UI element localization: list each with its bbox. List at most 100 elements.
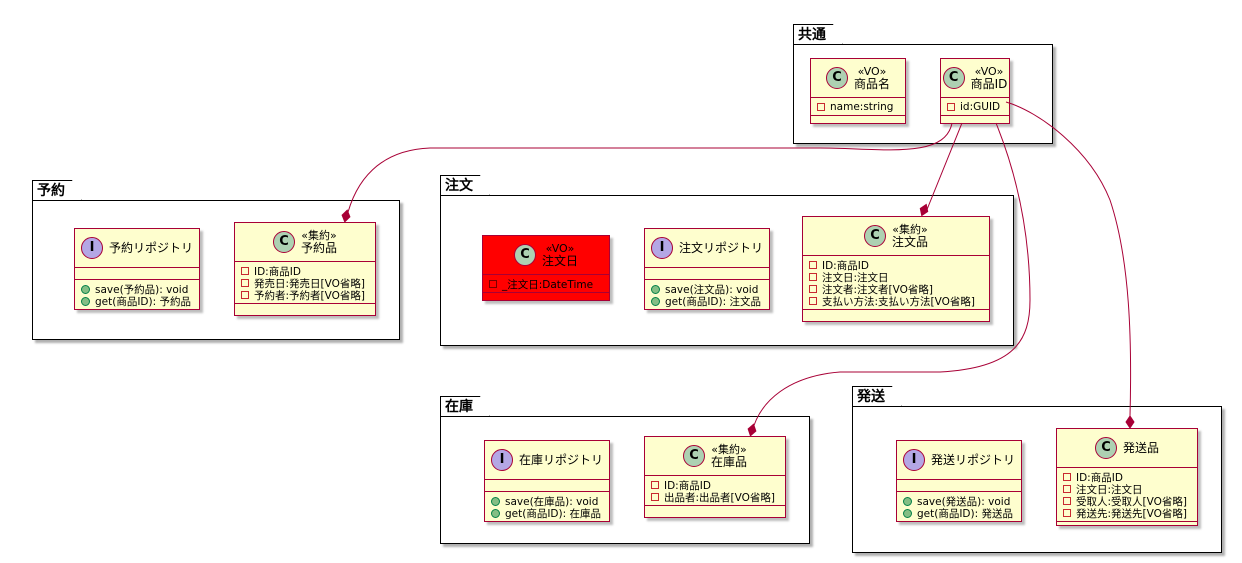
class-c-icon: C	[272, 231, 295, 253]
class-header: C «集約» 在庫品	[645, 437, 785, 476]
class-product-id[interactable]: C «VO» 商品ID id:GUID	[940, 58, 1010, 124]
class-methods	[1057, 522, 1197, 533]
class-title: 発送リポジトリ	[930, 452, 1015, 467]
class-methods	[941, 116, 1009, 127]
class-methods	[235, 304, 375, 315]
class-stereotype: «VO»	[857, 65, 887, 78]
class-header: C 発送品	[1057, 429, 1197, 468]
attribute-row: 注文日:注文日	[1063, 483, 1191, 496]
class-attributes: name:string	[811, 98, 905, 116]
class-c-icon: C	[942, 67, 965, 89]
class-stock-item[interactable]: C «集約» 在庫品 ID:商品ID 出品者:出品者[VO省略]	[644, 436, 786, 518]
class-product-name[interactable]: C «VO» 商品名 name:string	[810, 58, 906, 124]
method-row: get(商品ID): 在庫品	[491, 507, 603, 520]
attribute-row: 予約者:予約者[VO省略]	[241, 289, 369, 302]
interface-i-icon: I	[902, 449, 925, 471]
interface-shipping-repository[interactable]: I 発送リポジトリ save(発送品): void get(商品ID): 発送品	[896, 440, 1022, 522]
public-visibility-icon	[491, 508, 500, 518]
class-header: C «VO» 商品名	[811, 59, 905, 98]
private-visibility-icon	[241, 291, 249, 299]
class-stereotype: «VO»	[974, 65, 1004, 78]
interface-stock-repository[interactable]: I 在庫リポジトリ save(在庫品): void get(商品ID): 在庫品	[484, 440, 610, 522]
public-visibility-icon	[81, 284, 90, 294]
public-visibility-icon	[651, 296, 660, 306]
class-shipping-item[interactable]: C 発送品 ID:商品ID 注文日:注文日 受取人:受取人[VO省略] 発送先:…	[1056, 428, 1198, 526]
class-order-date[interactable]: C «VO» 注文日 _注文日:DateTime	[482, 235, 610, 301]
attribute-row: ID:商品ID	[241, 265, 369, 278]
class-methods	[803, 310, 989, 321]
class-title: 注文品	[891, 235, 928, 249]
class-attributes: id:GUID	[941, 98, 1009, 116]
attribute-row: ID:商品ID	[651, 479, 779, 492]
class-attributes: _注文日:DateTime	[483, 275, 609, 293]
private-visibility-icon	[809, 261, 817, 269]
class-methods	[483, 293, 609, 304]
private-visibility-icon	[817, 103, 825, 111]
interface-i-icon: I	[490, 449, 513, 471]
class-attributes	[485, 480, 609, 492]
class-header: C «集約» 予約品	[235, 223, 375, 262]
private-visibility-icon	[651, 481, 659, 489]
private-visibility-icon	[651, 493, 659, 501]
private-visibility-icon	[241, 267, 249, 275]
package-common-label: 共通	[793, 24, 843, 45]
class-title: 在庫品	[710, 455, 747, 469]
interface-order-repository[interactable]: I 注文リポジトリ save(注文品): void get(商品ID): 注文品	[644, 228, 770, 310]
method-row: get(商品ID): 注文品	[651, 295, 763, 308]
class-header: C «VO» 注文日	[483, 236, 609, 275]
class-c-icon: C	[863, 225, 886, 247]
class-title: 発送品	[1122, 440, 1159, 455]
attribute-row: ID:商品ID	[1063, 471, 1191, 484]
attribute-row: 発送先:発送先[VO省略]	[1063, 507, 1191, 520]
class-methods	[645, 506, 785, 517]
class-reservation-item[interactable]: C «集約» 予約品 ID:商品ID 発売日:発売日[VO省略] 予約者:予約者…	[234, 222, 376, 316]
class-header: I 注文リポジトリ	[645, 229, 769, 268]
interface-reservation-repository[interactable]: I 予約リポジトリ save(予約品): void get(商品ID): 予約品	[74, 228, 200, 310]
attribute-row: 出品者:出品者[VO省略]	[651, 491, 779, 504]
class-c-icon: C	[513, 244, 536, 266]
private-visibility-icon	[809, 297, 817, 305]
package-order-label: 注文	[440, 175, 490, 196]
method-row: save(在庫品): void	[491, 495, 603, 508]
link-product-id-to-shipping-item	[1005, 101, 1132, 417]
private-visibility-icon	[809, 285, 817, 293]
attribute-row: 支払い方法:支払い方法[VO省略]	[809, 295, 983, 308]
private-visibility-icon	[1063, 473, 1071, 481]
class-stereotype: «VO»	[545, 242, 575, 255]
class-attributes	[645, 268, 769, 280]
class-header: C «集約» 注文品	[803, 217, 989, 256]
method-row: get(商品ID): 予約品	[81, 295, 193, 308]
class-stereotype: «集約»	[301, 229, 337, 242]
method-row: save(発送品): void	[903, 495, 1015, 508]
public-visibility-icon	[903, 508, 912, 518]
class-header: I 発送リポジトリ	[897, 441, 1021, 480]
class-c-icon: C	[682, 445, 705, 467]
interface-i-icon: I	[650, 237, 673, 259]
class-title: 商品ID	[970, 77, 1008, 91]
class-methods	[811, 116, 905, 127]
class-title: 予約品	[300, 241, 337, 255]
public-visibility-icon	[81, 296, 90, 306]
package-stock-label: 在庫	[440, 396, 490, 417]
private-visibility-icon	[1063, 485, 1071, 493]
class-attributes: ID:商品ID 注文日:注文日 注文者:注文者[VO省略] 支払い方法:支払い方…	[803, 256, 989, 310]
class-c-icon: C	[825, 67, 848, 89]
attribute-row: _注文日:DateTime	[489, 278, 603, 291]
class-header: C «VO» 商品ID	[941, 59, 1009, 98]
class-methods: save(発送品): void get(商品ID): 発送品	[897, 492, 1021, 521]
class-title: 在庫リポジトリ	[518, 452, 603, 467]
interface-i-icon: I	[80, 237, 103, 259]
method-row: save(注文品): void	[651, 283, 763, 296]
class-attributes	[897, 480, 1021, 492]
class-header: I 在庫リポジトリ	[485, 441, 609, 480]
class-order-item[interactable]: C «集約» 注文品 ID:商品ID 注文日:注文日 注文者:注文者[VO省略]…	[802, 216, 990, 322]
class-header: I 予約リポジトリ	[75, 229, 199, 268]
attribute-row: name:string	[817, 101, 899, 113]
public-visibility-icon	[491, 496, 500, 506]
method-row: save(予約品): void	[81, 283, 193, 296]
class-title: 予約リポジトリ	[108, 240, 193, 255]
private-visibility-icon	[1063, 509, 1071, 517]
private-visibility-icon	[947, 103, 955, 111]
class-c-icon: C	[1094, 437, 1117, 459]
attribute-row: 発売日:発売日[VO省略]	[241, 277, 369, 290]
